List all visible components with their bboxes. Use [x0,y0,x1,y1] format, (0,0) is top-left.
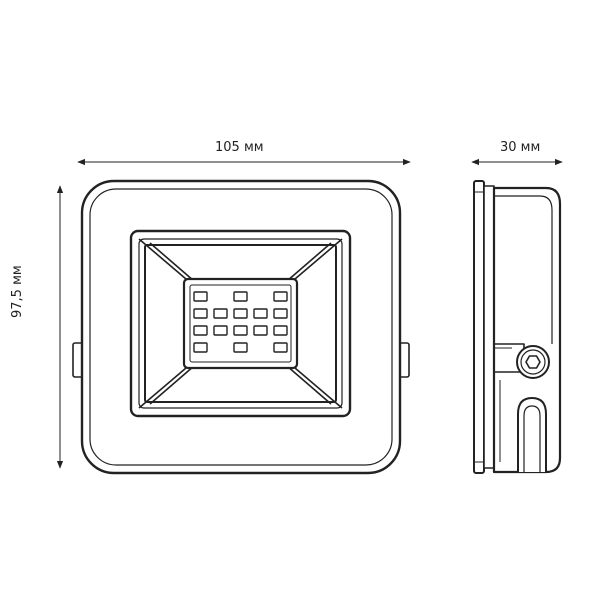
led-chip [273,308,288,319]
led-chip-grid [193,291,288,353]
front-glass-edge [473,180,485,474]
led-chip [233,342,248,353]
side-view [473,180,562,474]
front-view [72,179,410,475]
housing-inner [89,188,393,466]
width-dimension-label: 105 мм [215,140,264,155]
led-chip [273,325,288,336]
led-chip [233,308,248,319]
led-board [182,277,299,370]
height-dimension-label: 97,5 мм [10,265,25,318]
led-chip [213,308,228,319]
depth-dimension-label: 30 мм [500,140,541,155]
led-chip [193,325,208,336]
led-chip [273,342,288,353]
hex-bolt-outer [516,345,550,379]
led-chip [273,291,288,302]
led-chip [253,308,268,319]
led-chip [193,308,208,319]
front-frame-edge [483,185,495,469]
rear-housing [492,186,562,474]
led-board-inner [189,284,292,363]
led-chip [193,342,208,353]
led-chip [213,325,228,336]
lens-frame-inner [138,238,343,409]
hex-bolt-head [525,355,541,369]
reflector-bevels [138,238,343,409]
led-chip [233,291,248,302]
reflector-face [144,244,337,403]
led-chip [193,291,208,302]
led-chip [253,325,268,336]
led-chip [233,325,248,336]
bracket-slot [517,397,547,472]
